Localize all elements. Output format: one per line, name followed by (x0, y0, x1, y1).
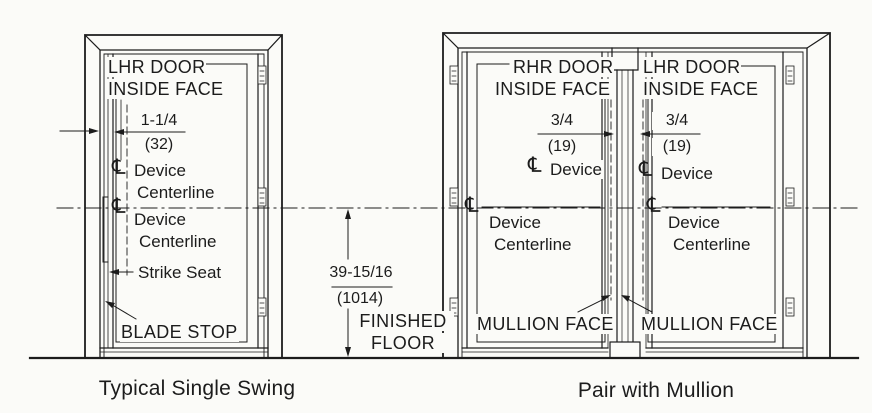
device-centerline-left-line1: Device (488, 213, 542, 232)
centerline-symbol: ℄ (528, 154, 542, 177)
hinge-icon (257, 187, 267, 207)
single-swing-hinges (257, 65, 267, 317)
blade-stop-label: BLADE STOP (120, 322, 239, 342)
rhr-door-label-line2: INSIDE FACE (494, 79, 612, 99)
device-centerline-1-line1: Device (133, 161, 187, 180)
hinge-icon (785, 187, 795, 207)
strike-seat-label: Strike Seat (137, 263, 223, 282)
height-dimension-metric: (1014) (330, 290, 390, 308)
height-dimension-value: 39-15/16 (328, 264, 394, 282)
lhr-door-pair-label-line1: LHR DOOR (642, 57, 742, 77)
mullion (609, 47, 641, 359)
device-centerline-2-line2: Centerline (138, 232, 218, 251)
finished-floor-label-line1: FINISHED (352, 311, 454, 331)
lhr-door-label-line2: INSIDE FACE (107, 79, 225, 99)
device-centerline-left-line2: Centerline (493, 235, 573, 254)
single-swing-caption: Typical Single Swing (75, 377, 319, 400)
centerline-symbol: ℄ (112, 195, 126, 218)
hinge-icon (257, 65, 267, 85)
mullion-dim-right-value: 3/4 (652, 112, 702, 130)
mullion-dim-left-metric: (19) (538, 138, 586, 156)
pair-with-mullion-caption: Pair with Mullion (544, 379, 768, 402)
pair-right-door (642, 51, 804, 353)
backset-dimension-value: 1-1/4 (130, 112, 188, 130)
hinge-icon (449, 65, 459, 85)
centerline-symbol: ℄ (639, 158, 653, 181)
hinge-icon (449, 187, 459, 207)
single-swing-dimension-arrows (59, 128, 186, 135)
mullion-face-label-left: MULLION FACE (476, 314, 615, 334)
finished-floor-label-line2: FLOOR (352, 333, 454, 353)
centerline-symbol: ℄ (112, 156, 126, 179)
lhr-door-label-line1: LHR DOOR (107, 57, 207, 77)
hinge-icon (257, 297, 267, 317)
centerline-symbol: ℄ (647, 194, 661, 217)
pair-hinges (449, 65, 795, 317)
device-label-right: Device (660, 164, 714, 183)
pair-left-door (461, 51, 612, 353)
blade-stop-arrow (105, 301, 137, 320)
rhr-door-label-line1: RHR DOOR (512, 57, 615, 77)
device-centerline-right-line1: Device (667, 213, 721, 232)
backset-dimension-metric: (32) (130, 136, 188, 154)
mullion-face-label-right: MULLION FACE (640, 314, 779, 334)
height-dimension (331, 209, 393, 357)
device-label-left: Device (549, 160, 603, 179)
device-centerline-2-line1: Device (133, 210, 187, 229)
mullion-dim-left-value: 3/4 (538, 112, 586, 130)
mullion-dimension-arrows (537, 131, 701, 137)
hinge-icon (785, 297, 795, 317)
centerline-symbol: ℄ (465, 194, 479, 217)
hinge-icon (785, 65, 795, 85)
device-centerline-right-line2: Centerline (672, 235, 752, 254)
lhr-door-pair-label-line2: INSIDE FACE (642, 79, 760, 99)
device-centerline-1-line2: Centerline (136, 183, 216, 202)
mullion-face-arrows (577, 295, 653, 313)
mullion-dim-right-metric: (19) (652, 138, 702, 156)
strike-seat-arrow (109, 269, 134, 275)
